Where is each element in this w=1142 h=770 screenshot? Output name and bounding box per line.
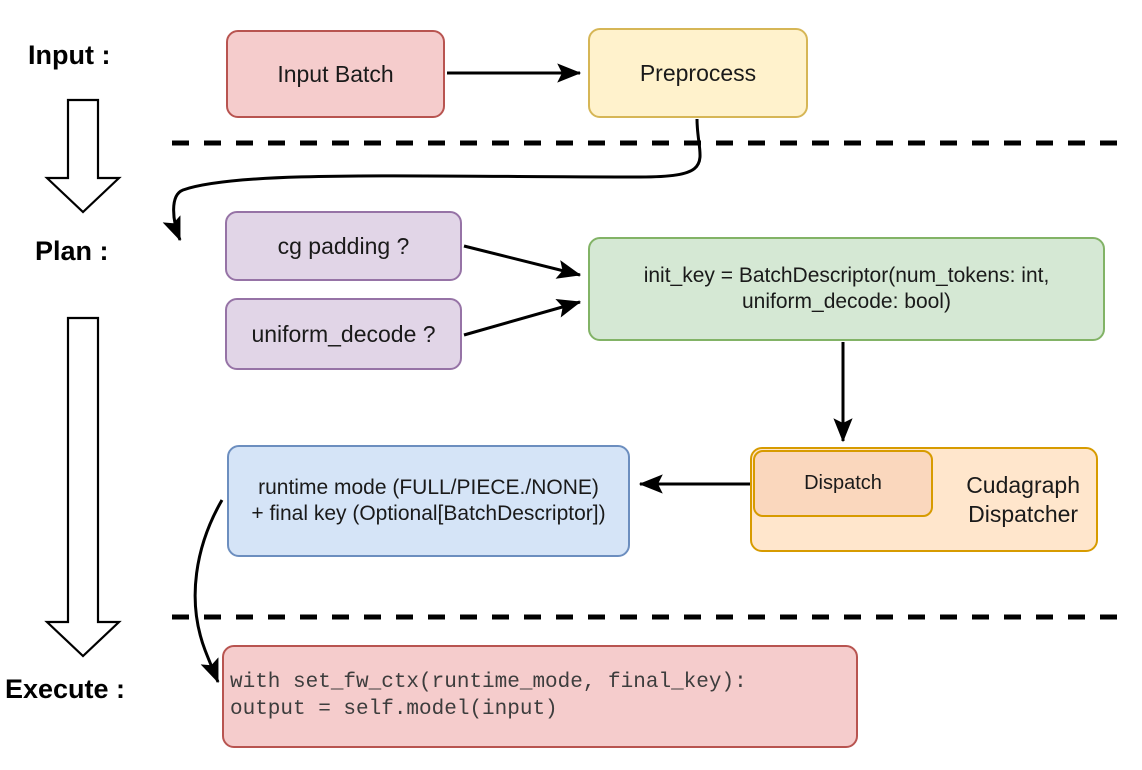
input-to-plan-arrow [44,98,122,214]
node-exec-code-label: with set_fw_ctx(runtime_mode, final_key)… [230,671,747,721]
node-uniform-decode-label: uniform_decode ? [251,320,436,347]
node-uniform-decode[interactable]: uniform_decode ? [225,298,462,370]
node-cudagraph-dispatcher-label: Cudagraph Dispatcher [966,471,1080,527]
node-init-key[interactable]: init_key = BatchDescriptor(num_tokens: i… [588,237,1105,341]
stage-label-plan: Plan : [35,236,109,266]
edge-uniform-decode-to-init-key [463,299,582,337]
stage-label-execute: Execute : [5,674,126,704]
node-runtime-mode-label: runtime mode (FULL/PIECE./NONE) + final … [251,475,606,525]
node-dispatch-label: Dispatch [804,472,882,494]
node-runtime-mode[interactable]: runtime mode (FULL/PIECE./NONE) + final … [227,445,630,557]
edge-cg-padding-to-init-key [463,244,582,279]
node-input-batch[interactable]: Input Batch [226,30,445,118]
stage-label-input: Input : [28,40,111,70]
node-preprocess-label: Preprocess [639,59,757,86]
node-cg-padding[interactable]: cg padding ? [225,211,462,281]
edge-preprocess-to-cg-padding [162,118,702,242]
plan-to-execute-arrow [44,316,122,658]
node-preprocess[interactable]: Preprocess [588,28,808,118]
node-dispatch[interactable]: Dispatch [753,450,933,517]
node-input-batch-label: Input Batch [277,60,394,87]
node-exec-code[interactable]: with set_fw_ctx(runtime_mode, final_key)… [222,645,858,748]
node-cg-padding-label: cg padding ? [277,232,410,259]
edge-runtime-mode-to-exec-code [193,499,224,684]
node-init-key-label: init_key = BatchDescriptor(num_tokens: i… [643,263,1050,313]
